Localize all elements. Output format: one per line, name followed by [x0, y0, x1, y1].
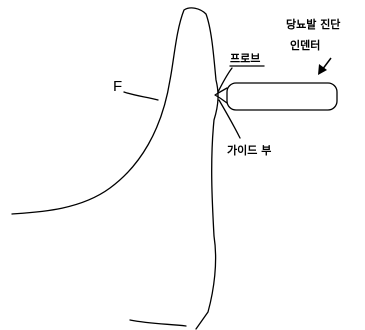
indenter-body — [226, 82, 338, 111]
figure-label-f: F — [113, 78, 123, 95]
guide-label: 가이드 부 — [227, 144, 272, 157]
probe-leader-line — [217, 67, 233, 93]
guide-leader-line — [218, 99, 241, 139]
device-title-line2: 인덴터 — [290, 39, 321, 52]
foot-sole-contour — [129, 319, 187, 327]
probe-tip — [214, 87, 228, 104]
indenter-arrow-head — [318, 64, 327, 75]
device-title-line1: 당뇨발 진단 — [286, 18, 341, 31]
f-leader-line — [123, 91, 159, 101]
foot-outline — [11, 7, 219, 330]
probe-label: 프로브 — [230, 52, 261, 65]
